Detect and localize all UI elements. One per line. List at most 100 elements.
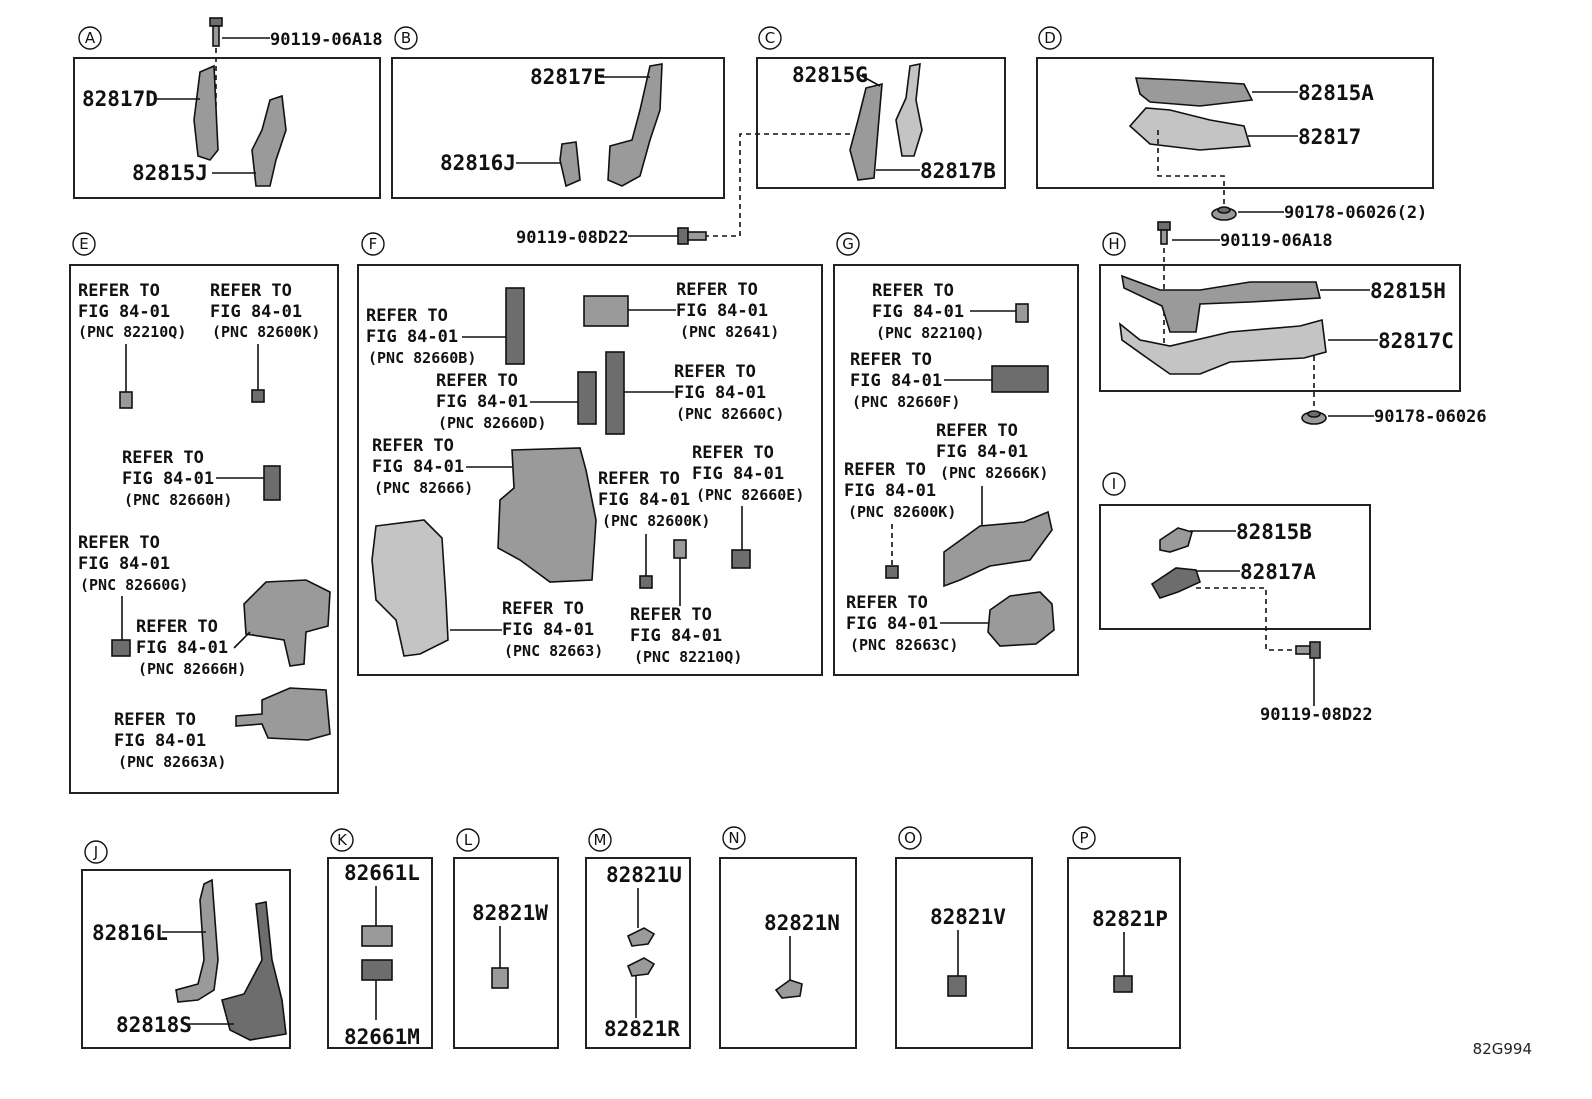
callout-circle-l: [456, 828, 480, 852]
callout-circle-a: [78, 26, 102, 50]
refer-label: REFER TO: [674, 362, 756, 382]
part-number-label: 82817C: [1378, 329, 1454, 353]
callout-circle-n: [722, 826, 746, 850]
refer-label: REFER TO: [598, 469, 680, 489]
section-box-p: [1067, 857, 1181, 1049]
callout-letter-a: A: [85, 29, 96, 47]
refer-label: FIG 84-01: [210, 302, 302, 322]
section-p: P 82821P: [1067, 826, 1181, 1049]
refer-label: FIG 84-01: [136, 638, 228, 658]
section-l: L 82821W: [453, 828, 559, 1049]
connector-shape: [639, 575, 653, 589]
refer-label: FIG 84-01: [630, 626, 722, 646]
callout-circle-p: [1072, 826, 1096, 850]
bolt-icon: [1295, 641, 1321, 659]
part-number-label: 82817E: [530, 65, 606, 89]
part-number-label: 82817B: [920, 159, 996, 183]
section-g: G REFER TO FIG 84-01 (PNC 82210Q) REFER …: [833, 232, 1079, 676]
bracket-82817e-shape: [607, 63, 663, 187]
callout-letter-c: C: [765, 29, 775, 47]
refer-label: FIG 84-01: [502, 620, 594, 640]
refer-label: FIG 84-01: [676, 301, 768, 321]
refer-label: FIG 84-01: [872, 302, 964, 322]
section-box-f: [357, 264, 823, 676]
clip-82821n-shape: [774, 979, 803, 999]
callout-letter-m: M: [594, 831, 607, 849]
callout-letter-g: G: [842, 235, 854, 253]
bracket-82817b-shape: [895, 63, 923, 157]
bracket-82815a-shape: [1134, 77, 1254, 107]
refer-label: REFER TO: [122, 448, 204, 468]
pnc-label: (PNC 82666K): [940, 464, 1048, 482]
pnc-label: (PNC 82600K): [212, 323, 320, 341]
section-i: I 82815B 82817A 90119-08D22: [1099, 472, 1373, 725]
bolt-icon: [677, 227, 707, 245]
refer-label: FIG 84-01: [372, 457, 464, 477]
refer-label: FIG 84-01: [936, 442, 1028, 462]
section-b: B 82817E 82816J: [391, 26, 725, 199]
pnc-label: (PNC 82663A): [118, 753, 226, 771]
section-box-b: [391, 57, 725, 199]
callout-letter-o: O: [904, 829, 916, 847]
part-number-label: 90119-08D22: [1260, 705, 1373, 725]
section-box-d: [1036, 57, 1434, 189]
section-k: K 82661L 82661M: [327, 828, 433, 1049]
part-number-label: 82817: [1298, 125, 1361, 149]
callout-circle-o: [898, 826, 922, 850]
pnc-label: (PNC 82660D): [438, 414, 546, 432]
part-number-label: 82821P: [1092, 907, 1168, 931]
section-n: N 82821N: [719, 826, 857, 1049]
connector-82660c-shape: [605, 351, 625, 435]
bracket-82815j-shape: [251, 94, 287, 187]
clip-82816j-shape: [559, 141, 581, 188]
connector-82660d-shape: [577, 371, 597, 425]
section-box-c: [756, 57, 1006, 189]
refer-label: REFER TO: [372, 436, 454, 456]
callout-letter-d: D: [1044, 29, 1056, 47]
callout-circle-b: [394, 26, 418, 50]
clip-82821r-shape: [626, 957, 656, 977]
section-h: H 90119-06A18 82815H 82817C 90178-06026: [1099, 221, 1487, 427]
refer-label: FIG 84-01: [850, 371, 942, 391]
refer-label: REFER TO: [850, 350, 932, 370]
bracket-82815b-shape: [1159, 527, 1193, 553]
refer-label: FIG 84-01: [846, 614, 938, 634]
refer-label: FIG 84-01: [122, 469, 214, 489]
refer-label: FIG 84-01: [844, 481, 936, 501]
connector-shape: [731, 549, 751, 569]
section-box-i: [1099, 504, 1371, 630]
refer-label: REFER TO: [502, 599, 584, 619]
connector-shape: [111, 639, 131, 657]
refer-label: REFER TO: [692, 443, 774, 463]
bracket-82817a-shape: [1150, 567, 1201, 599]
section-box-j: [81, 869, 291, 1049]
section-box-g: [833, 264, 1079, 676]
pnc-label: (PNC 82210Q): [876, 324, 984, 342]
refer-label: REFER TO: [136, 617, 218, 637]
clip-82821u-shape: [626, 927, 656, 947]
section-o: O 82821V: [895, 826, 1033, 1049]
cover-82663a-shape: [235, 687, 331, 741]
pnc-label: (PNC 82663): [504, 642, 603, 660]
pnc-label: (PNC 82660H): [124, 491, 232, 509]
pnc-label: (PNC 82666H): [138, 660, 246, 678]
pnc-label: (PNC 82663C): [850, 636, 958, 654]
part-number-label: 90119-08D22: [516, 228, 629, 248]
refer-label: FIG 84-01: [78, 302, 170, 322]
callout-circle-m: [588, 828, 612, 852]
pnc-label: (PNC 82641): [680, 323, 779, 341]
callout-circle-d: [1038, 26, 1062, 50]
callout-letter-h: H: [1108, 235, 1119, 253]
connector-shape: [1015, 303, 1029, 323]
callout-letter-f: F: [369, 235, 378, 253]
relay-82661m-shape: [361, 959, 393, 981]
section-m: M 82821U 82821R: [585, 828, 691, 1049]
connector-shape: [251, 389, 265, 403]
bracket-82818s-shape: [221, 901, 287, 1041]
callout-letter-j: J: [93, 843, 98, 861]
relay-block-82666h-shape: [243, 579, 331, 667]
part-number-label: 82661L: [344, 861, 420, 885]
part-number-label: 82816L: [92, 921, 168, 945]
connector-shape: [885, 565, 899, 579]
